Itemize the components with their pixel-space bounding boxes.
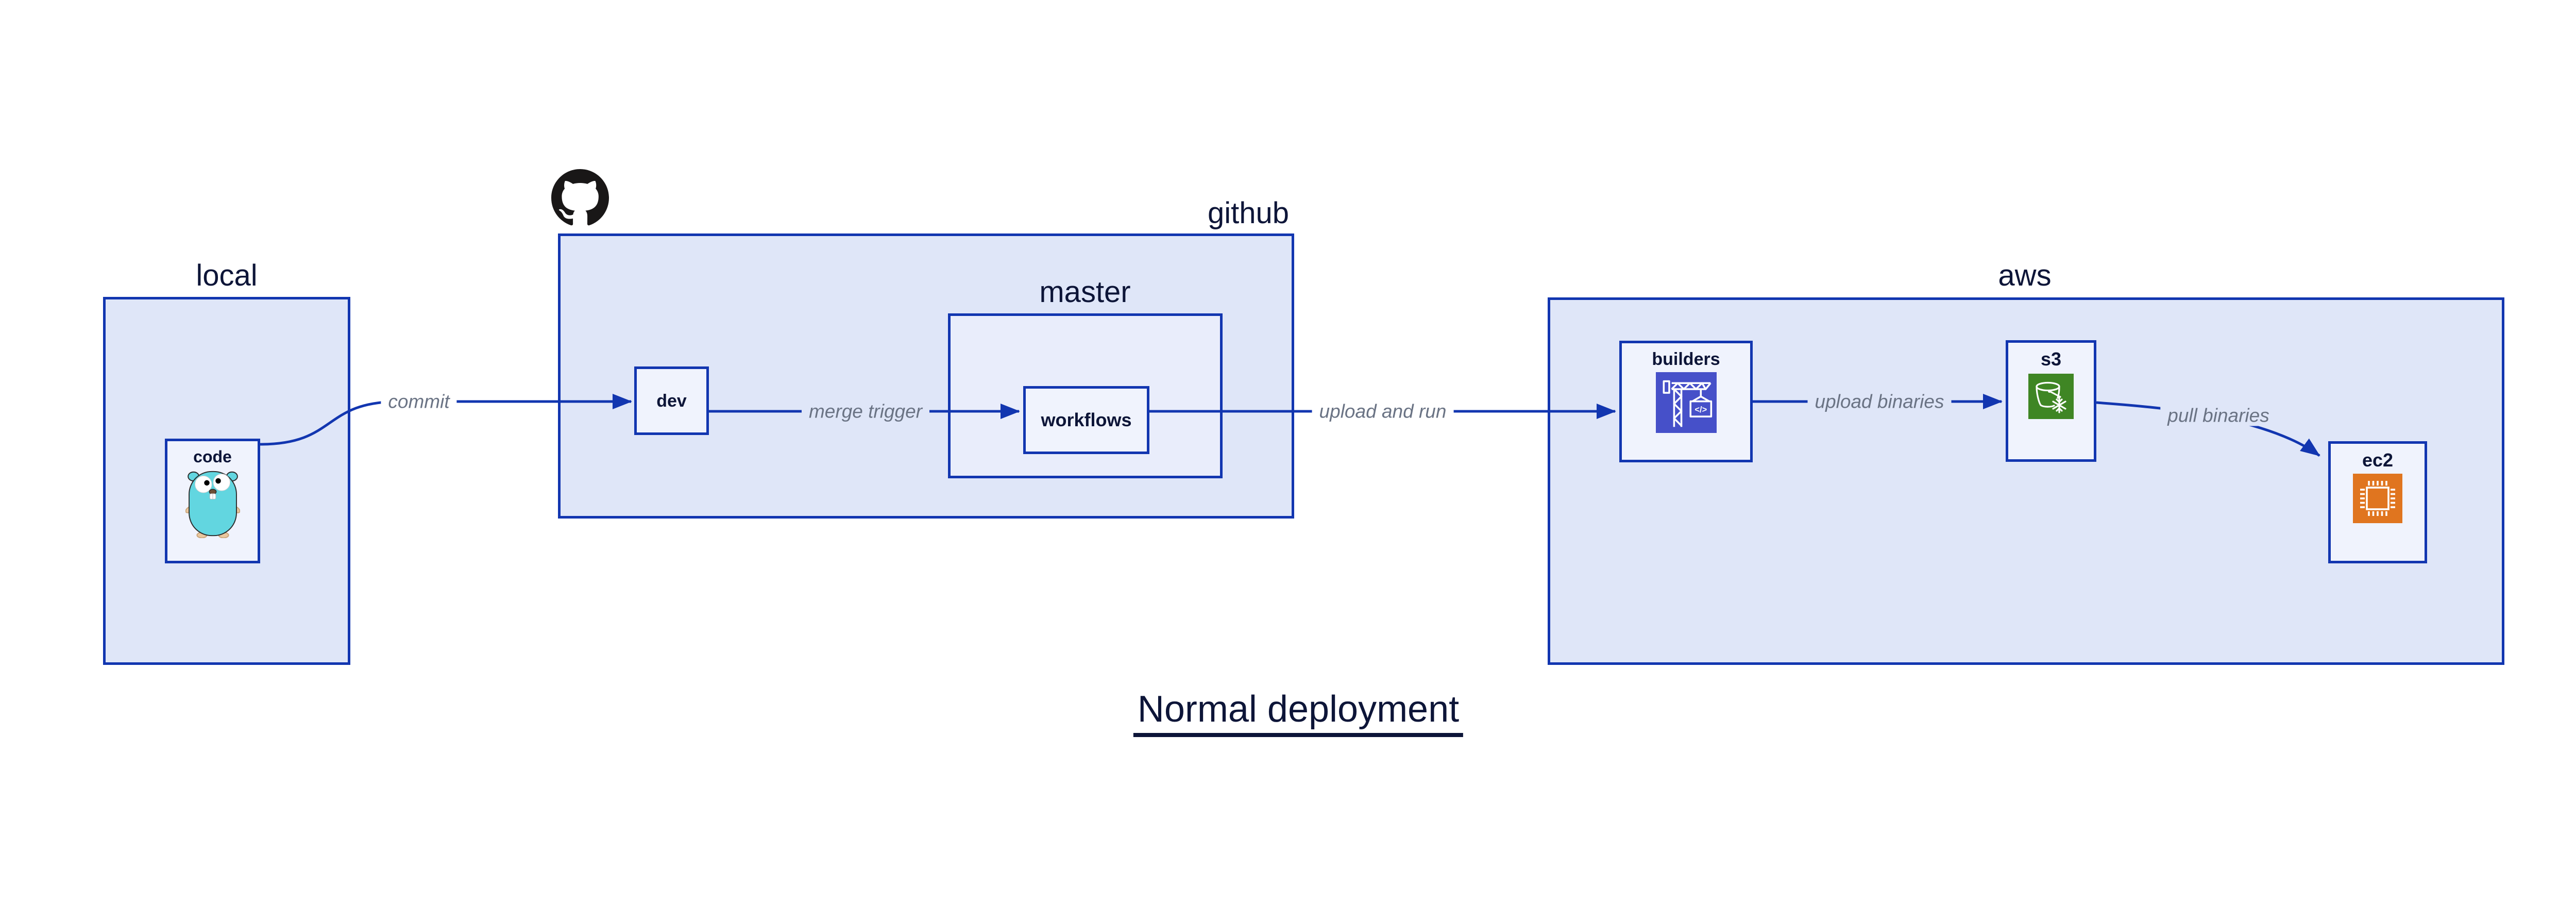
node-code: code — [165, 439, 260, 563]
node-builders: builders </> — [1619, 341, 1753, 462]
node-builders-label: builders — [1652, 349, 1720, 369]
local-container-label: local — [196, 259, 258, 292]
edge-label-merge-trigger: merge trigger — [801, 400, 930, 422]
node-s3: s3 — [2006, 340, 2096, 462]
edge-label-pull-binaries: pull binaries — [2160, 405, 2277, 426]
node-dev: dev — [634, 366, 709, 435]
go-gopher-icon — [185, 471, 240, 538]
node-ec2-label: ec2 — [2362, 449, 2394, 471]
edge-label-upload-and-run: upload and run — [1312, 400, 1454, 422]
node-ec2: ec2 — [2328, 441, 2427, 563]
github-container-label: github — [1207, 196, 1289, 230]
master-container-label: master — [1039, 275, 1131, 309]
node-workflows: workflows — [1023, 386, 1149, 454]
node-workflows-label: workflows — [1041, 409, 1132, 430]
codebuild-code-glyph: </> — [1694, 405, 1707, 414]
github-octocat-icon — [551, 169, 609, 226]
node-code-label: code — [193, 447, 232, 466]
ec2-chip-icon — [2353, 474, 2402, 523]
node-s3-label: s3 — [2040, 348, 2062, 370]
codebuild-crane-icon: </> — [1655, 372, 1717, 433]
edge-label-upload-binaries: upload binaries — [1807, 391, 1952, 412]
aws-container-label: aws — [1998, 259, 2052, 292]
diagram-title: Normal deployment — [1133, 691, 1464, 737]
node-dev-label: dev — [656, 391, 687, 411]
edge-label-commit: commit — [381, 391, 457, 412]
glacier-bucket-icon — [2028, 374, 2074, 419]
